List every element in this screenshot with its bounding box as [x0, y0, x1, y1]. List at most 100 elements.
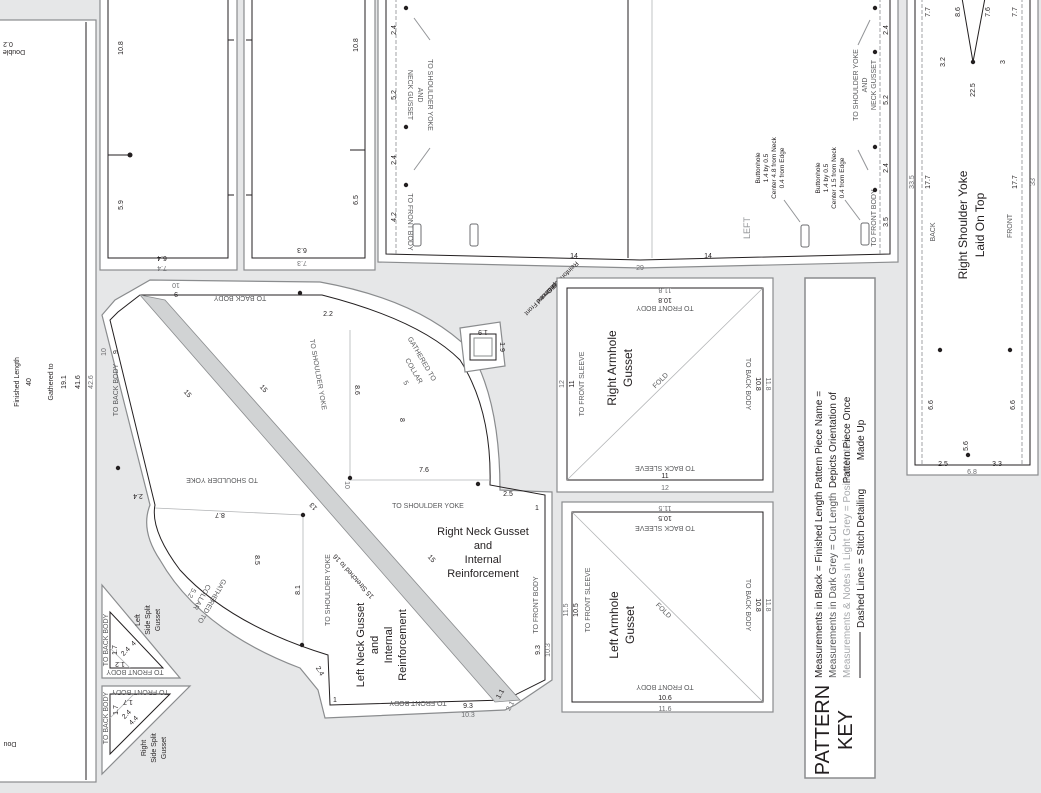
- note-line: Buttonhole: [755, 152, 762, 183]
- measurement: 9.3: [463, 703, 473, 710]
- measurement: 11: [661, 473, 668, 480]
- piece-name: Reinforcement: [397, 609, 409, 681]
- measurement: 2.4: [120, 646, 132, 658]
- buttonhole-icon: [469, 223, 479, 247]
- buttonhole-icon: [800, 224, 810, 248]
- key-line: Made Up: [856, 419, 867, 460]
- measurement: 10.8: [754, 377, 761, 391]
- to-back-body-note: TO BACK BODY: [213, 294, 266, 301]
- measurement: 10.3: [545, 643, 552, 657]
- note-line: 1.4 by 0.5: [763, 153, 770, 182]
- measurement: 6.8: [967, 469, 977, 476]
- top-value: 0.2: [3, 40, 13, 47]
- piece-name: and: [369, 636, 381, 654]
- left-label: LEFT: [742, 217, 752, 240]
- key-line: Measurements & Notes in Light Grey = Pos…: [842, 438, 853, 678]
- piece-name: Right Neck Gusset: [437, 526, 529, 538]
- measurement: 5.6: [963, 441, 970, 451]
- right-side-split-gusset: TO BACK BODY TO FRONT BODY 1.7 1.7 2.4 4…: [101, 685, 192, 776]
- cuff-piece-right: 10.8 6.5 6.3 7.3: [243, 0, 376, 271]
- measurement: 2.5: [938, 461, 948, 468]
- note-line: 1.4 by 0.5: [823, 163, 830, 192]
- piece-name: Internal: [465, 554, 502, 566]
- piece-name: Right: [141, 740, 148, 756]
- measurement: 22.5: [970, 83, 977, 97]
- measurement: 8.5: [253, 555, 260, 565]
- measurement: 2.4: [391, 25, 398, 35]
- gathered-value: 19.1: [61, 375, 68, 389]
- measurement: 7.3: [297, 259, 307, 266]
- back-label: BACK: [930, 222, 937, 241]
- piece-name: Gusset: [621, 348, 635, 387]
- measurement: 6.4: [157, 254, 167, 261]
- to-back-body-note: TO BACK BODY: [103, 613, 110, 666]
- measurement: 10.6: [658, 695, 672, 702]
- key-title: PATTERN: [812, 685, 834, 775]
- measurement: 5.2: [391, 90, 398, 100]
- measurement: 2.4: [391, 155, 398, 165]
- measurement: 11.6: [658, 706, 671, 713]
- measurement: 29: [636, 265, 644, 272]
- measurement: 5.2: [883, 95, 890, 105]
- measurement: 11.8: [658, 286, 671, 293]
- piece-name: Left Neck Gusset: [355, 603, 367, 687]
- measurement: 3.5: [883, 217, 890, 227]
- pattern-key: PATTERN KEY Measurements in Black = Fini…: [804, 277, 876, 779]
- measurement: 1.9: [478, 328, 488, 335]
- to-front-body-note: TO FRONT BODY: [871, 189, 878, 247]
- measurement: 10.5: [658, 514, 672, 521]
- key-title: KEY: [835, 710, 857, 750]
- measurement: 2.4: [883, 163, 890, 173]
- measurement: 11.8: [764, 598, 771, 611]
- finished-length-label: Finished Length: [14, 357, 21, 407]
- right-armhole-gusset: 11.8 10.8 TO FRONT BODY 12 11 TO FRONT S…: [556, 277, 774, 493]
- measurement: 3.3: [992, 461, 1002, 468]
- note-line: Center 4.8 from Neck: [771, 136, 778, 199]
- piece-name: Side Split: [145, 605, 152, 635]
- cuff-piece-left: 10.8 5.9 6.4 7.4: [99, 0, 238, 271]
- measurement: 10.8: [754, 598, 761, 612]
- measurement: 2.4: [133, 492, 143, 499]
- measurement: 11.8: [764, 377, 771, 390]
- measurement: 7.4: [157, 264, 167, 271]
- to-shoulder-yoke-note: TO SHOULDER YOKE: [392, 503, 464, 510]
- neck-gusset-piece: TO BACK BODY 10 9 2.2 TO SHOULDER YOKE 8…: [101, 279, 553, 719]
- piece-name: Left Armhole: [607, 591, 621, 659]
- to-front-body-note: TO FRONT BODY: [111, 688, 169, 695]
- buttonhole-icon: [860, 222, 870, 246]
- to-back-sleeve-note: TO BACK SLEEVE: [635, 524, 695, 531]
- measurement: 10.8: [353, 38, 360, 52]
- measurement: 1.1: [495, 688, 506, 700]
- measurement: 11.5: [563, 603, 570, 616]
- and-note: AND: [416, 88, 423, 103]
- to-front-body-note: TO FRONT BODY: [406, 193, 413, 251]
- piece-name: Gusset: [161, 737, 168, 759]
- measurement: 9: [113, 350, 120, 354]
- left-side-split-gusset: TO BACK BODY TO FRONT BODY 1.7 1.2 2.4 4…: [101, 583, 182, 679]
- measurement: 17.7: [925, 175, 932, 189]
- measurement: 10.5: [573, 603, 580, 617]
- piece-name: Right Armhole: [605, 330, 619, 406]
- note-line: Center 1.5 from Neck: [831, 146, 838, 209]
- piece-name: Gusset: [155, 609, 162, 631]
- piece-name: Right Shoulder Yoke: [956, 170, 970, 279]
- measurement: 3.2: [940, 57, 947, 67]
- key-line: Measurements in Black = Finished Length: [814, 492, 825, 679]
- buttonhole-note-2: Buttonhole 1.4 by 0.5 Center 1.5 from Ne…: [815, 146, 846, 209]
- left-body-piece: 0.2 Double Dou Finished Length 40 Gather…: [0, 19, 97, 783]
- piece-name: and: [474, 540, 492, 552]
- measurement: 4.2: [391, 212, 398, 222]
- measurement: 7.6: [985, 7, 992, 17]
- measurement: 4: [130, 640, 138, 648]
- measurement: 17.7: [1012, 175, 1019, 189]
- to-back-body-note: TO BACK BODY: [744, 579, 751, 632]
- measurement: 2.2: [323, 311, 333, 318]
- measurement: 1.9: [498, 342, 505, 352]
- right-neck-gusset-name: Right Neck Gusset and Internal Reinforce…: [437, 526, 529, 580]
- measurement: 8: [398, 418, 405, 422]
- to-back-body-note: TO BACK BODY: [103, 691, 110, 744]
- cut-inner: 41.6: [75, 375, 82, 389]
- neck-gusset-note: NECK GUSSET: [406, 70, 413, 121]
- measurement: 2.4: [121, 709, 133, 721]
